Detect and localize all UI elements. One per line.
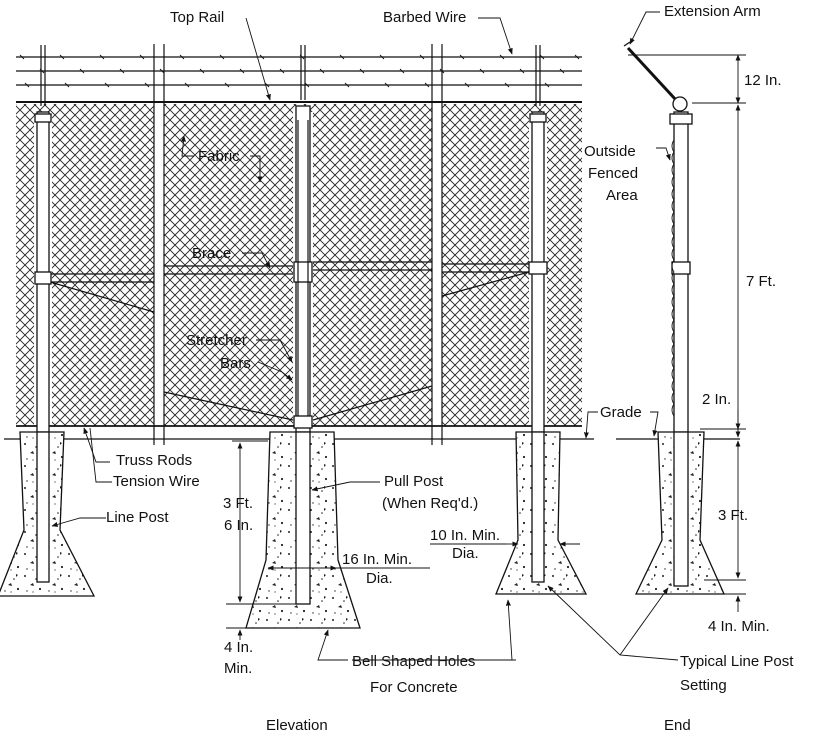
label-outside-1: Outside <box>584 143 636 160</box>
label-stretcher-1: Stretcher <box>186 332 247 349</box>
label-line-post: Line Post <box>106 509 169 526</box>
truss-rod-left <box>49 281 155 313</box>
label-4-in-2: Min. <box>224 660 252 677</box>
label-4-in-min-end: 4 In. Min. <box>708 618 770 635</box>
label-fabric: Fabric <box>198 148 240 165</box>
extension-arm <box>626 46 678 102</box>
label-end: End <box>664 717 691 734</box>
truss-rod-right <box>312 385 433 421</box>
label-pull-post-1: Pull Post <box>384 473 444 490</box>
label-16-in-2: Dia. <box>366 570 393 587</box>
label-10-in-1: 10 In. Min. <box>430 527 500 544</box>
label-bell-1: Bell Shaped Holes <box>352 653 475 670</box>
label-10-in-2: Dia. <box>452 545 479 562</box>
label-stretcher-2: Bars <box>220 355 251 372</box>
label-3ft6-1: 3 Ft. <box>223 495 253 512</box>
label-outside-2: Fenced <box>588 165 638 182</box>
elevation-view <box>0 44 594 629</box>
label-bell-2: For Concrete <box>370 679 458 696</box>
label-typical-1: Typical Line Post <box>680 653 794 670</box>
label-top-rail: Top Rail <box>170 9 224 26</box>
label-truss-rods: Truss Rods <box>116 452 192 469</box>
label-barbed-wire: Barbed Wire <box>383 9 466 26</box>
label-extension-arm: Extension Arm <box>664 3 761 20</box>
label-4-in-1: 4 In. <box>224 639 253 656</box>
leader-lines <box>51 11 679 661</box>
end-view <box>616 41 746 612</box>
labels: Top Rail Barbed Wire Extension Arm 12 In… <box>106 3 794 734</box>
label-3-ft: 3 Ft. <box>718 507 748 524</box>
label-tension-wire: Tension Wire <box>113 473 200 490</box>
label-typical-2: Setting <box>680 677 727 694</box>
label-16-in-1: 16 In. Min. <box>342 551 412 568</box>
label-brace: Brace <box>192 245 231 262</box>
label-outside-3: Area <box>606 187 638 204</box>
barbed-wire-strands <box>16 54 582 88</box>
label-pull-post-2: (When Req'd.) <box>382 495 478 512</box>
truss-rod-center <box>163 391 294 421</box>
label-2-in: 2 In. <box>702 391 731 408</box>
elevation-dimensions <box>226 440 580 640</box>
label-7-ft: 7 Ft. <box>746 273 776 290</box>
label-elevation: Elevation <box>266 717 328 734</box>
fabric-panel-right <box>442 104 582 426</box>
label-3ft6-2: 6 In. <box>224 517 253 534</box>
label-12-in: 12 In. <box>744 72 782 89</box>
label-grade: Grade <box>600 404 642 421</box>
